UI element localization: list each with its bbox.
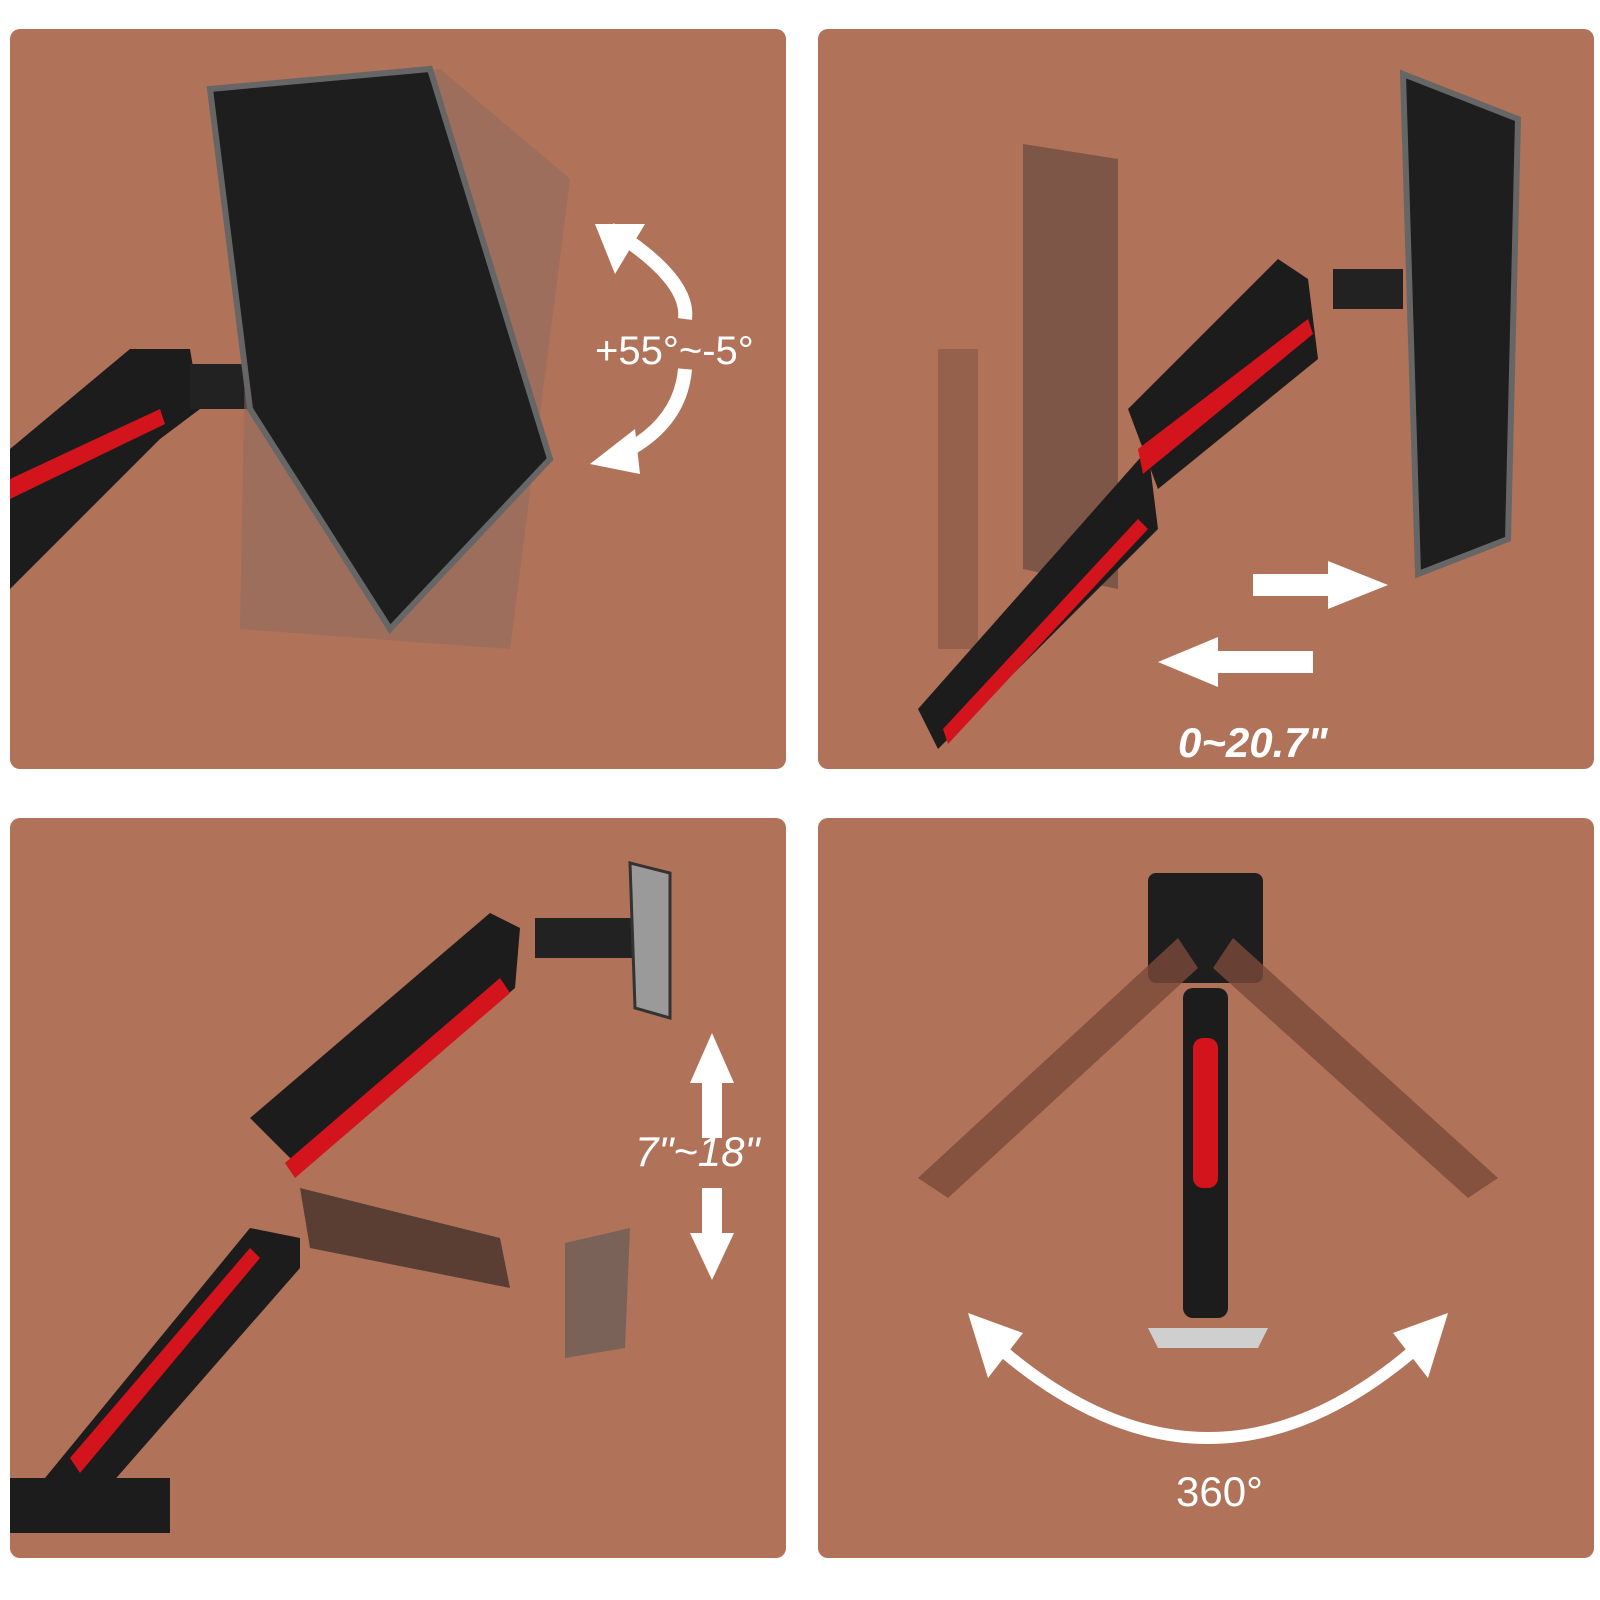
- rotation-arc: [983, 1333, 1433, 1444]
- arm-lower: [918, 449, 1158, 749]
- rotation-panel: 360°: [818, 818, 1594, 1558]
- arm-accent: [10, 409, 165, 499]
- monitor: [1399, 69, 1522, 579]
- vesa-plate: [628, 861, 672, 1020]
- rotation-range-label: 360°: [1176, 1468, 1263, 1515]
- height-range-label: 7"~18": [635, 1128, 760, 1175]
- arm-ghost-right: [1213, 938, 1498, 1198]
- extension-illustration: [818, 29, 1594, 769]
- arm-ghost-left: [918, 938, 1198, 1198]
- arm-upper: [250, 913, 520, 1168]
- rotation-illustration: [818, 818, 1594, 1558]
- ghost-pole: [938, 349, 978, 649]
- arrow-up: [702, 1083, 722, 1138]
- height-panel: 7"~18": [10, 818, 786, 1558]
- arrow-down: [702, 1188, 722, 1233]
- extension-range-label: 0~20.7": [1178, 719, 1328, 766]
- tilt-joint: [1333, 269, 1403, 309]
- tilt-joint: [535, 918, 635, 958]
- vesa-plate-ghost: [565, 1228, 630, 1358]
- extension-panel: 0~20.7": [818, 29, 1594, 769]
- tilt-illustration: [10, 29, 786, 769]
- monitor: [206, 65, 554, 634]
- tilt-range-label: +55°~-5°: [595, 329, 754, 373]
- arm-ghost: [300, 1188, 510, 1288]
- monitor-ghost: [1023, 144, 1118, 589]
- arm-segment: [10, 349, 200, 589]
- height-illustration: [10, 818, 786, 1558]
- tilt-panel: +55°~-5°: [10, 29, 786, 769]
- vesa-plate: [1148, 1328, 1268, 1348]
- arrow-right: [1253, 574, 1328, 596]
- arrow-left: [1218, 651, 1313, 673]
